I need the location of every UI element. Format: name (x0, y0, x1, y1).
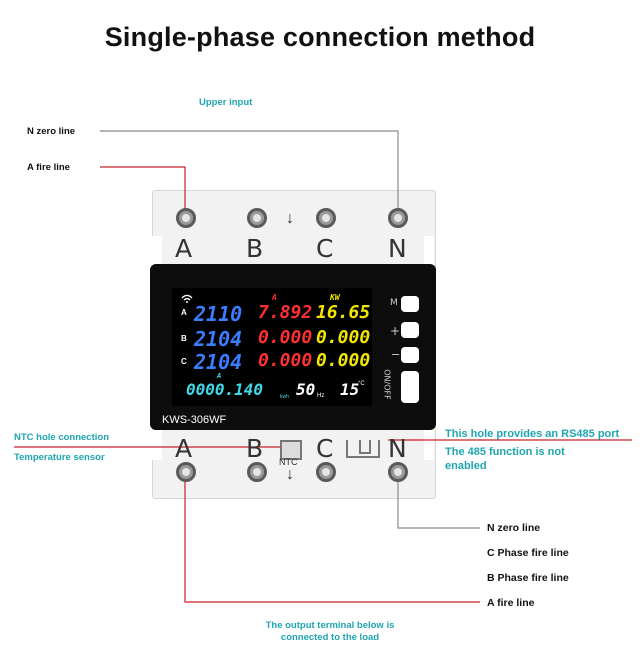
temperature-unit: °C (358, 381, 365, 387)
terminal-top-n: N (388, 234, 407, 263)
terminal-bottom-n: N (388, 434, 407, 463)
device-notch (424, 236, 434, 266)
model-label: KWS-306WF (162, 414, 227, 426)
wifi-icon (181, 294, 193, 303)
bottom-a-label: A (217, 372, 222, 380)
terminal-top-a: A (175, 234, 193, 263)
rs485-port-label: This hole provides an RS485 port (445, 428, 620, 440)
frequency-unit: Hz (317, 393, 325, 399)
wire-top-n (100, 130, 399, 213)
temperature-sensor-label: Temperature sensor (14, 452, 105, 463)
bottom-a-fire-line-label: A fire line (487, 597, 535, 609)
header-kw: KW (330, 293, 340, 302)
arrow-down-icon: ↓ (286, 466, 294, 483)
diagram-title: Single-phase connection method (104, 22, 536, 52)
button-onoff-label: ON/OFF (382, 369, 392, 400)
energy-unit: kwh (280, 394, 289, 400)
lcd-screen (172, 288, 372, 406)
row-a-voltage: 2110 (194, 302, 243, 326)
m-button[interactable] (401, 296, 419, 312)
output-note-line2: connected to the load (280, 632, 380, 643)
screw-top-a (176, 208, 196, 228)
screw-top-c (316, 208, 336, 228)
rs485-port (346, 440, 380, 458)
top-a-fire-line-label: A fire line (27, 162, 70, 173)
screw-bottom-n (388, 462, 408, 482)
ntc-label: NTC (279, 457, 298, 467)
wire-bottom-a (184, 478, 480, 603)
bottom-n-zero-line-label: N zero line (487, 522, 541, 534)
onoff-button[interactable] (401, 371, 419, 403)
ntc-hole-connection-label: NTC hole connection (14, 432, 109, 443)
row-b-label: B (181, 334, 187, 343)
row-b-power: 0.000 (316, 327, 371, 348)
terminal-top-c: C (316, 234, 334, 263)
wire-top-a (100, 166, 186, 213)
row-a-power: 16.65 (316, 302, 371, 323)
screw-bottom-a (176, 462, 196, 482)
arrow-down-icon: ↓ (286, 210, 294, 227)
device-notch (152, 430, 162, 460)
row-c-power: 0.000 (316, 350, 371, 371)
device-notch (424, 430, 434, 460)
button-minus-label: − (391, 348, 401, 361)
terminal-bottom-c: C (316, 434, 334, 463)
b-phase-fire-line-label: B Phase fire line (487, 572, 569, 584)
screw-bottom-c (316, 462, 336, 482)
upper-input-label: Upper input (199, 97, 253, 108)
top-n-zero-line-label: N zero line (27, 126, 76, 137)
output-note-line1: The output terminal below is (265, 620, 395, 631)
wire-bottom-n (397, 478, 480, 529)
row-c-label: C (181, 357, 187, 366)
minus-button[interactable] (401, 347, 419, 363)
screw-top-n (388, 208, 408, 228)
header-current: A (272, 293, 277, 302)
row-c-voltage: 2104 (194, 350, 243, 374)
rs485-port-tab (359, 440, 371, 454)
plus-button[interactable] (401, 322, 419, 338)
row-a-current: 7.892 (258, 302, 313, 323)
row-b-current: 0.000 (258, 327, 313, 348)
button-m-label: M (390, 298, 398, 308)
row-a-label: A (181, 308, 187, 317)
terminal-bottom-a: A (175, 434, 193, 463)
row-c-current: 0.000 (258, 350, 313, 371)
temperature-value: 15 (340, 380, 360, 399)
device-notch (152, 236, 162, 266)
screw-top-b (247, 208, 267, 228)
frequency-value: 50 (296, 380, 316, 399)
ntc-hole (280, 440, 302, 460)
button-plus-label: + (390, 324, 401, 338)
screw-bottom-b (247, 462, 267, 482)
rs485-note-line1: The 485 function is not (445, 446, 565, 458)
energy-value: 0000.140 (186, 380, 264, 399)
terminal-bottom-b: B (246, 434, 264, 463)
row-b-voltage: 2104 (194, 327, 243, 351)
rs485-note-line2: enabled (445, 460, 487, 472)
terminal-top-b: B (246, 234, 264, 263)
c-phase-fire-line-label: C Phase fire line (487, 547, 569, 559)
